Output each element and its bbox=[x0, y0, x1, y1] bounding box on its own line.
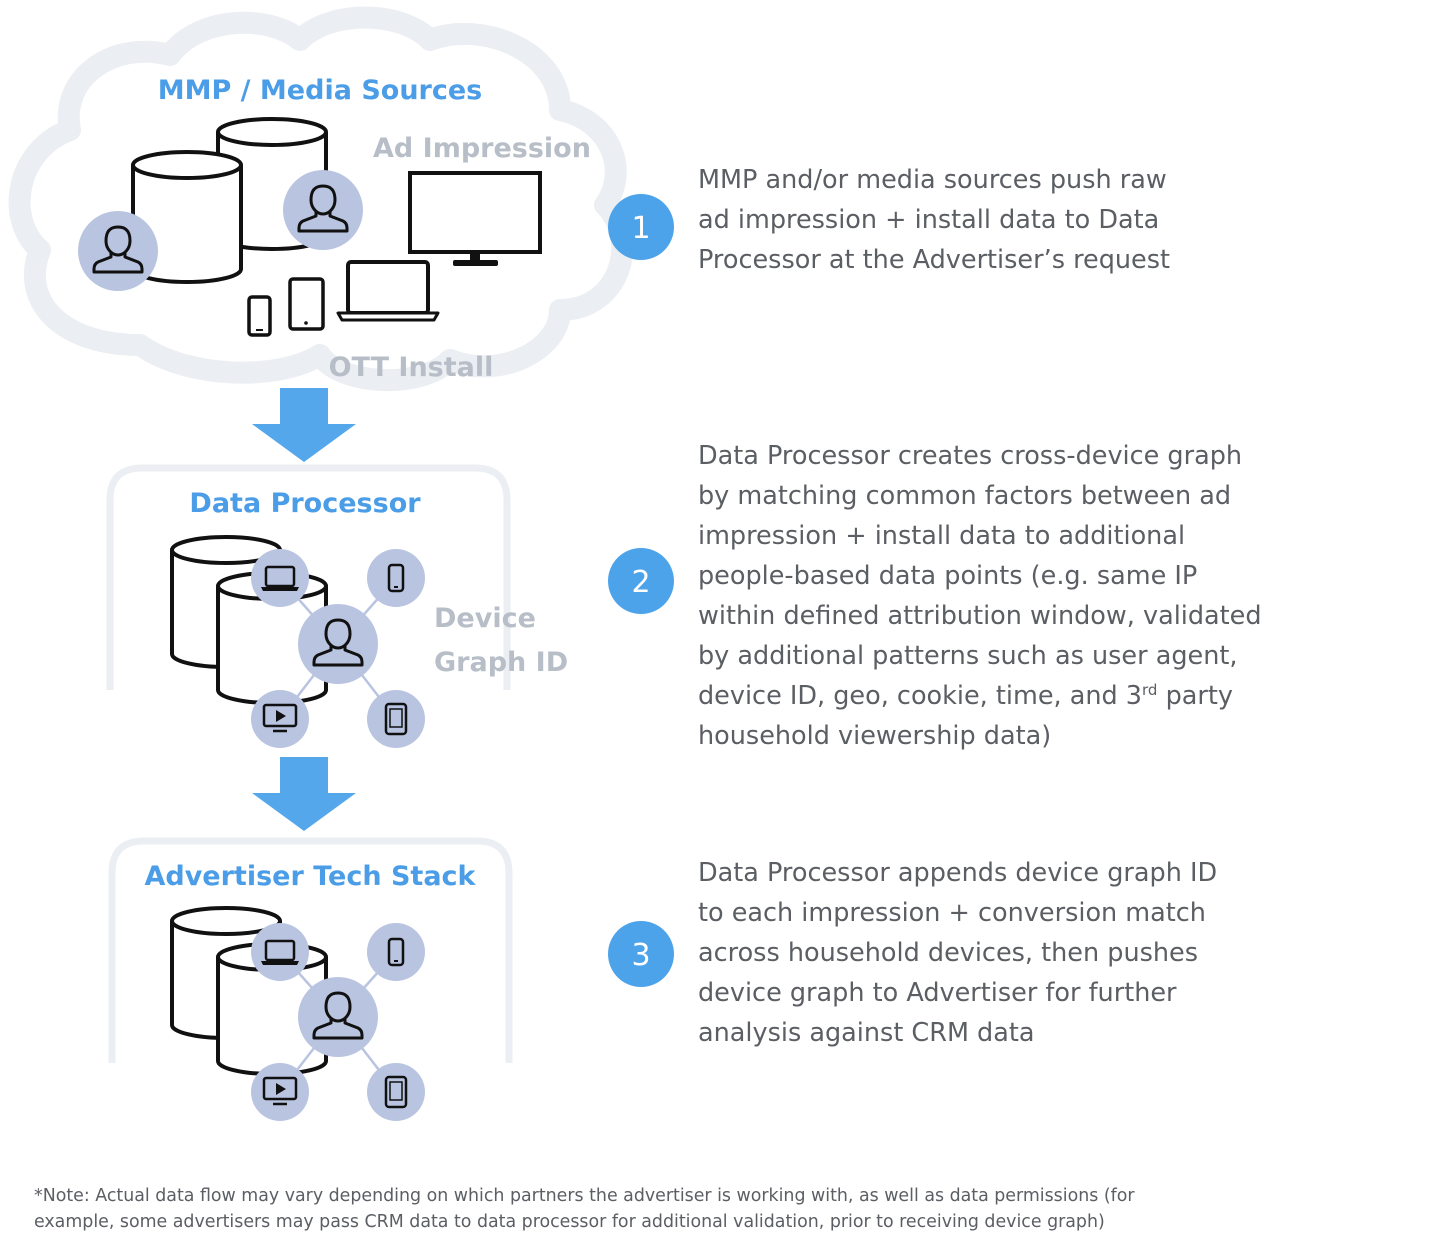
step-2-line: household viewership data) bbox=[698, 721, 1052, 751]
sources-title: MMP / Media Sources bbox=[158, 75, 483, 106]
laptop-icon bbox=[336, 260, 440, 322]
step-2-description: Data Processor creates cross-device grap… bbox=[698, 436, 1398, 756]
tablet-icon bbox=[367, 690, 425, 748]
footnote-line: example, some advertisers may pass CRM d… bbox=[34, 1212, 1105, 1232]
step-2-badge: 2 bbox=[608, 548, 674, 614]
step-2-line: by matching common factors between ad bbox=[698, 481, 1232, 511]
step-2-number: 2 bbox=[631, 565, 650, 600]
step-1-line: Processor at the Advertiser’s request bbox=[698, 245, 1171, 275]
step-2-line: device ID, geo, cookie, time, and 3rd pa… bbox=[698, 676, 1398, 716]
step-1-line: MMP and/or media sources push raw bbox=[698, 165, 1167, 195]
laptop-icon bbox=[251, 923, 309, 981]
step-2-line7-prefix: device ID, geo, cookie, time, and 3 bbox=[698, 681, 1143, 711]
step-1-description: MMP and/or media sources push raw ad imp… bbox=[698, 160, 1398, 280]
tablet-icon bbox=[367, 1063, 425, 1121]
step-1-line: ad impression + install data to Data bbox=[698, 205, 1160, 235]
phone-icon bbox=[247, 295, 272, 337]
user-icon bbox=[283, 170, 363, 250]
step-1-badge: 1 bbox=[608, 194, 674, 260]
ott-install-label: OTT Install bbox=[329, 352, 494, 383]
user-icon bbox=[78, 211, 158, 291]
step-2-line: people-based data points (e.g. same IP bbox=[698, 561, 1198, 591]
step-3-line: to each impression + conversion match bbox=[698, 898, 1206, 928]
footnote: *Note: Actual data flow may vary dependi… bbox=[34, 1183, 1434, 1235]
down-arrow-icon bbox=[252, 757, 356, 831]
phone-icon bbox=[367, 923, 425, 981]
step-3-number: 3 bbox=[631, 938, 650, 973]
step-3-line: analysis against CRM data bbox=[698, 1018, 1035, 1048]
tablet-icon bbox=[288, 277, 325, 331]
step-3-line: device graph to Advertiser for further bbox=[698, 978, 1177, 1008]
step-2-line: impression + install data to additional bbox=[698, 521, 1186, 551]
step-3-line: across household devices, then pushes bbox=[698, 938, 1199, 968]
step-2-line: Data Processor creates cross-device grap… bbox=[698, 441, 1243, 471]
step-3-description: Data Processor appends device graph ID t… bbox=[698, 853, 1398, 1053]
ad-impression-label: Ad Impression bbox=[373, 133, 591, 164]
advertiser-frame bbox=[108, 837, 513, 1063]
step-2-line7-suffix: party bbox=[1157, 681, 1233, 711]
user-icon bbox=[298, 977, 378, 1057]
step-2-line: by additional patterns such as user agen… bbox=[698, 641, 1238, 671]
step-3-badge: 3 bbox=[608, 921, 674, 987]
step-1-number: 1 bbox=[631, 211, 650, 246]
step-2-line: within defined attribution window, valid… bbox=[698, 601, 1262, 631]
graph-label-line1: Device bbox=[434, 603, 536, 634]
step-3-line: Data Processor appends device graph ID bbox=[698, 858, 1218, 888]
down-arrow-icon bbox=[252, 388, 356, 462]
processor-frame bbox=[106, 464, 511, 690]
laptop-icon bbox=[251, 549, 309, 607]
graph-label-line2: Graph ID bbox=[434, 647, 568, 678]
footnote-line: *Note: Actual data flow may vary dependi… bbox=[34, 1186, 1135, 1206]
tv-icon bbox=[251, 690, 309, 748]
processor-title: Data Processor bbox=[189, 488, 421, 519]
phone-icon bbox=[367, 549, 425, 607]
monitor-icon bbox=[408, 171, 542, 266]
advertiser-title: Advertiser Tech Stack bbox=[144, 861, 476, 892]
user-icon bbox=[298, 604, 378, 684]
step-2-line7-sup: rd bbox=[1142, 681, 1158, 699]
tv-icon bbox=[251, 1063, 309, 1121]
